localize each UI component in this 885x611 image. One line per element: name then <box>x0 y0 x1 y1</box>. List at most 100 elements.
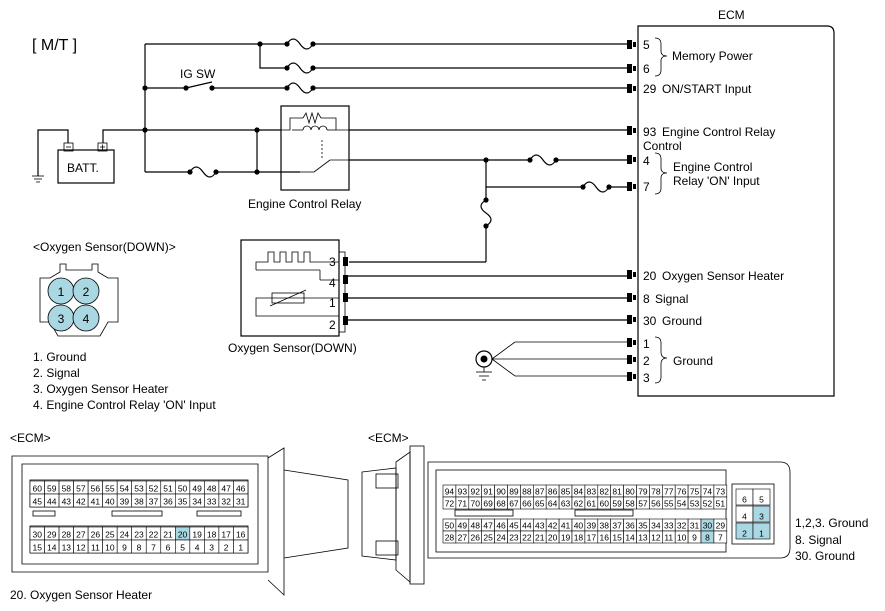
connector-pin-cell: 21 <box>160 526 176 541</box>
svg-text:31: 31 <box>690 521 700 531</box>
svg-text:86: 86 <box>548 487 558 497</box>
svg-text:42: 42 <box>76 497 86 507</box>
connector-pin-cell: 93 <box>455 484 470 498</box>
svg-text:32: 32 <box>677 521 687 531</box>
svg-text:75: 75 <box>690 487 700 497</box>
connector-pin-cell: 73 <box>713 484 728 498</box>
connector-pin-cell: 30 <box>700 518 715 532</box>
connector-pin-cell: 13 <box>636 530 650 544</box>
svg-text:14: 14 <box>47 543 57 553</box>
ecm-ground-wiring <box>475 341 627 381</box>
svg-text:93: 93 <box>643 125 657 139</box>
connector-pin-cell: 10 <box>102 539 118 554</box>
svg-text:ON/START Input: ON/START Input <box>662 82 752 96</box>
connector-pin-cell: 46 <box>494 518 508 532</box>
svg-text:2. Signal: 2. Signal <box>33 366 80 380</box>
connector-pin-cell: 55 <box>661 496 676 510</box>
sensor-title: <Oxygen Sensor(DOWN)> <box>33 240 176 254</box>
svg-text:45: 45 <box>33 497 43 507</box>
connector-pin-cell: 25 <box>481 530 495 544</box>
connector-pin-cell: 74 <box>700 484 715 498</box>
connector-pin-cell: 9 <box>116 539 133 554</box>
connector-pin-cell: 33 <box>204 493 220 508</box>
svg-text:37: 37 <box>612 521 622 531</box>
connector-pin-cell: 4 <box>735 505 754 523</box>
svg-text:Relay 'ON' Input: Relay 'ON' Input <box>673 174 760 188</box>
connector-pin-cell: 26 <box>87 526 103 541</box>
svg-text:68: 68 <box>496 499 506 509</box>
svg-text:4: 4 <box>643 154 650 168</box>
svg-text:87: 87 <box>535 487 545 497</box>
connector-pin-cell: 6 <box>160 539 176 554</box>
svg-text:34: 34 <box>651 521 661 531</box>
svg-text:84: 84 <box>574 487 584 497</box>
connector-pin-cell: 4 <box>189 539 205 554</box>
relay-label: Engine Control Relay <box>248 197 361 211</box>
ecm-pin-2: 2 <box>627 354 650 368</box>
svg-text:9: 9 <box>122 543 127 553</box>
connector-pin-cell: 31 <box>233 493 249 508</box>
svg-text:29: 29 <box>716 521 726 531</box>
connector-pin-cell: 20 <box>175 526 191 541</box>
svg-text:36: 36 <box>625 521 635 531</box>
connector-pin-cell: 17 <box>218 526 234 541</box>
svg-text:11: 11 <box>91 543 100 553</box>
connector-pin-cell: 19 <box>189 526 205 541</box>
svg-text:4. Engine Control Relay 'ON' I: 4. Engine Control Relay 'ON' Input <box>33 398 216 412</box>
connector-pin-cell: 40 <box>102 493 118 508</box>
connector-pin-cell: 90 <box>494 484 508 498</box>
svg-text:43: 43 <box>535 521 545 531</box>
svg-text:2: 2 <box>83 285 90 299</box>
connector-pin-cell: 20 <box>545 530 560 544</box>
connector-pin-cell: 16 <box>597 530 611 544</box>
svg-text:47: 47 <box>221 484 231 494</box>
svg-text:89: 89 <box>509 487 519 497</box>
connector-pin-cell: 87 <box>532 484 547 498</box>
svg-text:39: 39 <box>587 521 597 531</box>
connector-pin-cell: 7 <box>145 539 162 554</box>
relay-output-wiring <box>349 129 627 263</box>
svg-text:48: 48 <box>471 521 481 531</box>
connector-pin-cell: 53 <box>131 480 147 495</box>
svg-text:49: 49 <box>192 484 202 494</box>
svg-text:33: 33 <box>664 521 674 531</box>
relay-box <box>280 105 350 191</box>
connector-left-caption: 20. Oxygen Sensor Heater <box>10 588 152 602</box>
ecm-block: ECM <box>637 8 835 397</box>
svg-text:6: 6 <box>166 543 171 553</box>
connector-pin-cell: 14 <box>623 530 637 544</box>
connector-pin-cell: 36 <box>160 493 176 508</box>
connector-pin-cell: 36 <box>623 518 637 532</box>
svg-text:85: 85 <box>561 487 571 497</box>
connector-pin-cell: 32 <box>674 518 689 532</box>
svg-text:1: 1 <box>329 296 336 310</box>
connector-pin-cell: 38 <box>597 518 611 532</box>
svg-text:37: 37 <box>149 497 159 507</box>
svg-text:Ground: Ground <box>673 354 713 368</box>
svg-text:4: 4 <box>329 276 336 290</box>
connector-pin-cell: 63 <box>558 496 573 510</box>
svg-text:52: 52 <box>703 499 713 509</box>
svg-text:7: 7 <box>151 543 156 553</box>
svg-text:48: 48 <box>207 484 217 494</box>
svg-text:45: 45 <box>509 521 519 531</box>
connector-pin-cell: 65 <box>532 496 547 510</box>
svg-text:2: 2 <box>643 354 650 368</box>
svg-text:25: 25 <box>105 530 115 540</box>
svg-text:14: 14 <box>625 533 635 543</box>
svg-text:10: 10 <box>105 543 115 553</box>
svg-text:8: 8 <box>137 543 142 553</box>
connector-pin-cell: 54 <box>116 480 133 495</box>
connector-pin-cell: 7 <box>713 530 728 544</box>
svg-text:24: 24 <box>496 533 506 543</box>
connector-pin-cell: 72 <box>442 496 457 510</box>
svg-text:46: 46 <box>236 484 246 494</box>
connector-pin-cell: 61 <box>584 496 599 510</box>
svg-text:30: 30 <box>703 521 713 531</box>
svg-text:72: 72 <box>445 499 455 509</box>
svg-text:56: 56 <box>651 499 661 509</box>
svg-text:65: 65 <box>535 499 545 509</box>
connector-pin-cell: 86 <box>545 484 560 498</box>
